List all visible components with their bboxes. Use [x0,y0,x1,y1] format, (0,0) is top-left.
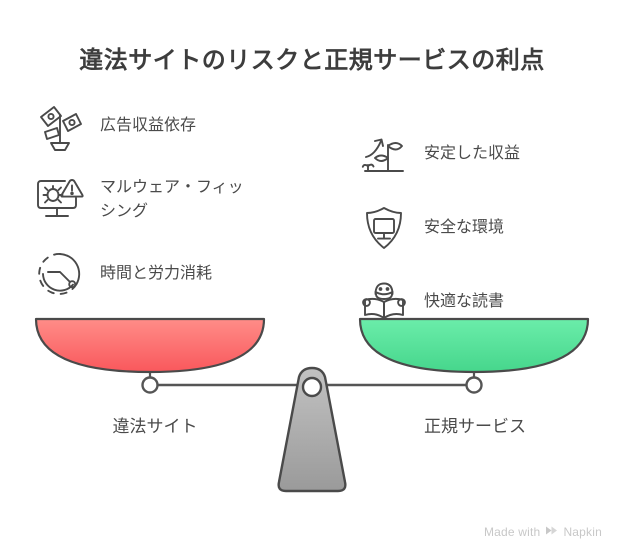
malware-warning-monitor-icon [34,174,86,226]
person-reading-book-icon [358,276,410,328]
list-item: 時間と労力消耗 [34,248,284,300]
list-item-label: 快適な読書 [424,293,505,310]
left-risk-column: 広告収益依存 [34,100,284,322]
napkin-chevron-icon [545,524,558,540]
list-item-label: マルウェア・フィッシング [100,179,244,220]
list-item: 安定した収益 [358,128,608,180]
list-item-label: 安全な環境 [424,219,505,236]
list-item-label: 安定した収益 [424,145,521,162]
money-tree-icon [34,100,86,152]
list-item: 広告収益依存 [34,100,284,152]
list-item: 快適な読書 [358,276,608,328]
list-item-label: 広告収益依存 [100,117,197,134]
list-item: マルウェア・フィッシング [34,174,284,226]
list-item: 安全な環境 [358,202,608,254]
right-pan-label: 正規サービス [424,417,526,436]
list-item-label: 時間と労力消耗 [100,265,213,282]
scale-fulcrum [277,366,347,493]
left-pan-label: 違法サイト [112,417,198,436]
watermark-prefix: Made with [483,525,541,539]
growth-plant-arrow-icon [358,128,410,180]
watermark-brand: Napkin [563,525,602,539]
shield-monitor-icon [358,202,410,254]
napkin-watermark: Made with Napkin [484,524,602,540]
page-title: 違法サイトのリスクと正規サービスの利点 [79,47,545,74]
right-benefit-column: 安定した収益 安全な環境 [358,128,608,350]
clock-time-loss-icon [34,248,86,300]
scale-left-arm [34,317,266,394]
